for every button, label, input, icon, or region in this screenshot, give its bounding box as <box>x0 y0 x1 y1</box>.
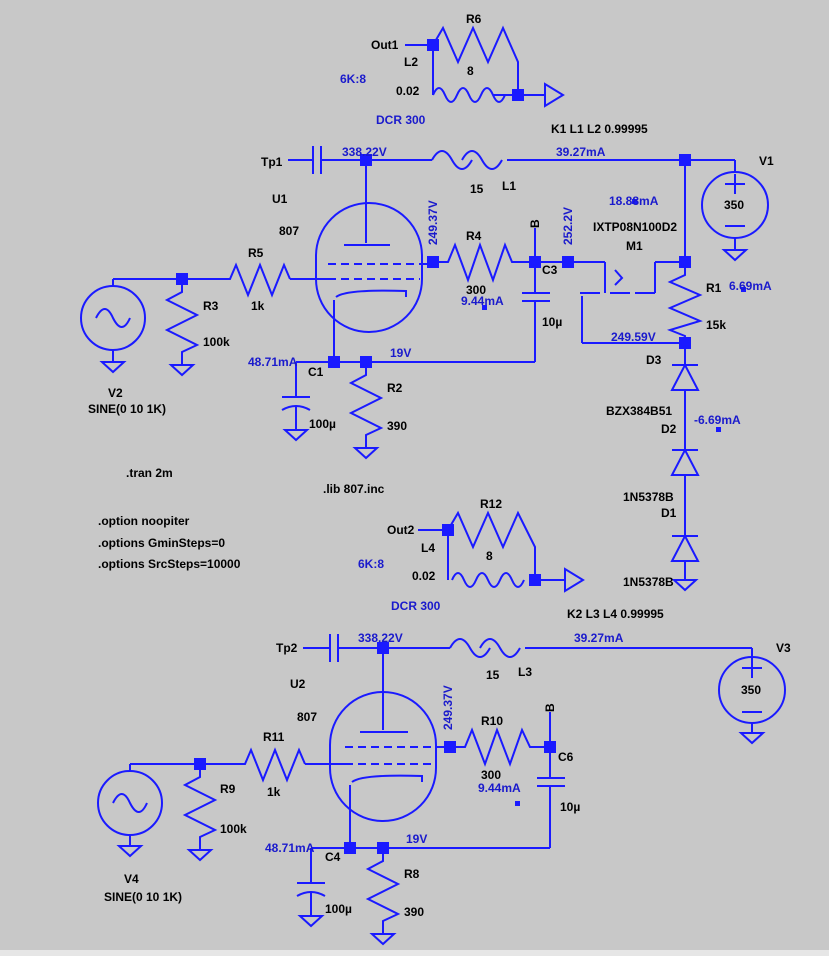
output-transformer-1[interactable] <box>405 25 565 108</box>
label-m1: M1 <box>626 239 643 253</box>
label-v1: V1 <box>759 154 774 168</box>
probe-i-r4: 9.44mA <box>461 294 504 308</box>
directive-gminsteps[interactable]: .options GminSteps=0 <box>98 536 225 550</box>
model-m1: IXTP08N100D2 <box>593 220 677 234</box>
output-transformer-2[interactable] <box>418 510 585 593</box>
value-r8: 390 <box>404 905 424 919</box>
value-r12: 8 <box>486 549 493 563</box>
net-label-tp2: Tp2 <box>276 641 298 655</box>
label-c4: C4 <box>325 850 341 864</box>
probe-i-l1: 39.27mA <box>556 145 606 159</box>
label-l3: L3 <box>518 665 532 679</box>
value-r1: 15k <box>706 318 726 332</box>
model-u2: 807 <box>297 710 317 724</box>
label-r6: R6 <box>466 12 482 26</box>
label-r8: R8 <box>404 867 420 881</box>
model-d2: 1N5378B <box>623 490 674 504</box>
probe-i-cath2: 48.71mA <box>265 841 315 855</box>
value-l4: 0.02 <box>412 569 436 583</box>
ratio-label-2: 6K:8 <box>358 557 384 571</box>
value-v3: 350 <box>741 683 761 697</box>
net-label-b2: B <box>543 703 557 712</box>
value-l2: 0.02 <box>396 84 420 98</box>
model-d3: BZX384B51 <box>606 404 672 418</box>
value-l1: 15 <box>470 182 484 196</box>
probe-i-d2: -6.69mA <box>694 413 741 427</box>
value-l3: 15 <box>486 668 500 682</box>
label-v3: V3 <box>776 641 791 655</box>
label-d1: D1 <box>661 506 677 520</box>
probe-i-m1: 18.88mA <box>609 194 659 208</box>
status-strip <box>0 950 829 956</box>
probe-i-cath1: 48.71mA <box>248 355 298 369</box>
model-d1: 1N5378B <box>623 575 674 589</box>
label-r2: R2 <box>387 381 403 395</box>
value-v4: SINE(0 10 1K) <box>104 890 182 904</box>
label-v4: V4 <box>124 872 139 886</box>
probe-i-r1: 6.69mA <box>729 279 772 293</box>
label-v2: V2 <box>108 386 123 400</box>
value-c1: 100µ <box>309 417 336 431</box>
label-r3: R3 <box>203 299 219 313</box>
value-v1: 350 <box>724 198 744 212</box>
value-r10: 300 <box>481 768 501 782</box>
model-u1: 807 <box>279 224 299 238</box>
probe-i-l3: 39.27mA <box>574 631 624 645</box>
directive-option-noopiter[interactable]: .option noopiter <box>98 514 190 528</box>
probe-v-screen1: 249.37V <box>426 200 440 245</box>
probe-v-plate1: 338.22V <box>342 145 387 159</box>
label-r12: R12 <box>480 497 502 511</box>
coupling-k2: K2 L3 L4 0.99995 <box>567 607 664 621</box>
label-r1: R1 <box>706 281 722 295</box>
label-c1: C1 <box>308 365 324 379</box>
label-l2: L2 <box>404 55 418 69</box>
value-c6: 10µ <box>560 800 580 814</box>
label-r10: R10 <box>481 714 503 728</box>
value-r4: 300 <box>466 283 486 297</box>
value-v2: SINE(0 10 1K) <box>88 402 166 416</box>
dcr-label-2: DCR 300 <box>391 599 441 613</box>
value-r2: 390 <box>387 419 407 433</box>
label-l4: L4 <box>421 541 435 555</box>
probe-v-cath1: 19V <box>390 346 411 360</box>
value-r5: 1k <box>251 299 265 313</box>
value-r3: 100k <box>203 335 230 349</box>
value-r6: 8 <box>467 64 474 78</box>
directive-srcsteps[interactable]: .options SrcSteps=10000 <box>98 557 241 571</box>
probe-v-plate2: 338.22V <box>358 631 403 645</box>
ratio-label-1: 6K:8 <box>340 72 366 86</box>
stage-2[interactable] <box>97 634 786 946</box>
directive-tran[interactable]: .tran 2m <box>126 466 173 480</box>
label-u1: U1 <box>272 192 288 206</box>
probe-i-r10: 9.44mA <box>478 781 521 795</box>
label-d2: D2 <box>661 422 677 436</box>
label-l1: L1 <box>502 179 516 193</box>
net-label-out2: Out2 <box>387 523 415 537</box>
stage-1[interactable] <box>80 146 769 592</box>
label-u2: U2 <box>290 677 306 691</box>
value-r11: 1k <box>267 785 281 799</box>
label-r5: R5 <box>248 246 264 260</box>
label-r4: R4 <box>466 229 482 243</box>
probe-v-cath2: 19V <box>406 832 427 846</box>
net-label-out1: Out1 <box>371 38 399 52</box>
label-r11: R11 <box>263 730 285 744</box>
probe-v-screen2: 249.37V <box>441 685 455 730</box>
value-r9: 100k <box>220 822 247 836</box>
dcr-label-1: DCR 300 <box>376 113 426 127</box>
value-c3: 10µ <box>542 315 562 329</box>
directive-lib[interactable]: .lib 807.inc <box>323 482 385 496</box>
probe-v-r1: 249.59V <box>611 330 656 344</box>
net-label-tp1: Tp1 <box>261 155 283 169</box>
label-r9: R9 <box>220 782 236 796</box>
probe-v-b1: 252.2V <box>561 207 575 245</box>
value-c4: 100µ <box>325 902 352 916</box>
coupling-k1: K1 L1 L2 0.99995 <box>551 122 648 136</box>
label-d3: D3 <box>646 353 662 367</box>
net-label-b1: B <box>528 219 542 228</box>
label-c6: C6 <box>558 750 574 764</box>
label-c3: C3 <box>542 263 558 277</box>
